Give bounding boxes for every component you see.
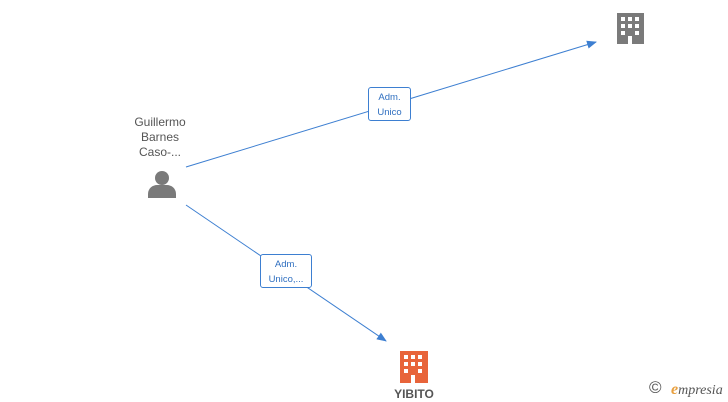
person-name-label[interactable]: Guillermo Barnes Caso-...	[134, 115, 186, 159]
empresia-logo[interactable]: empresia	[671, 381, 723, 399]
edge-label-adm-unico-more[interactable]: Adm. Unico,...	[260, 254, 312, 288]
brand-initial: e	[671, 381, 679, 398]
company-name-label[interactable]: YIBITO	[394, 387, 434, 401]
copyright-symbol: ©	[649, 378, 662, 397]
edge-label-adm-unico[interactable]: Adm. Unico	[368, 87, 411, 121]
brand-rest: mpresia	[678, 383, 723, 398]
person-icon[interactable]	[148, 171, 176, 198]
building-icon-yibito[interactable]	[400, 351, 428, 383]
building-icon[interactable]	[617, 13, 644, 44]
